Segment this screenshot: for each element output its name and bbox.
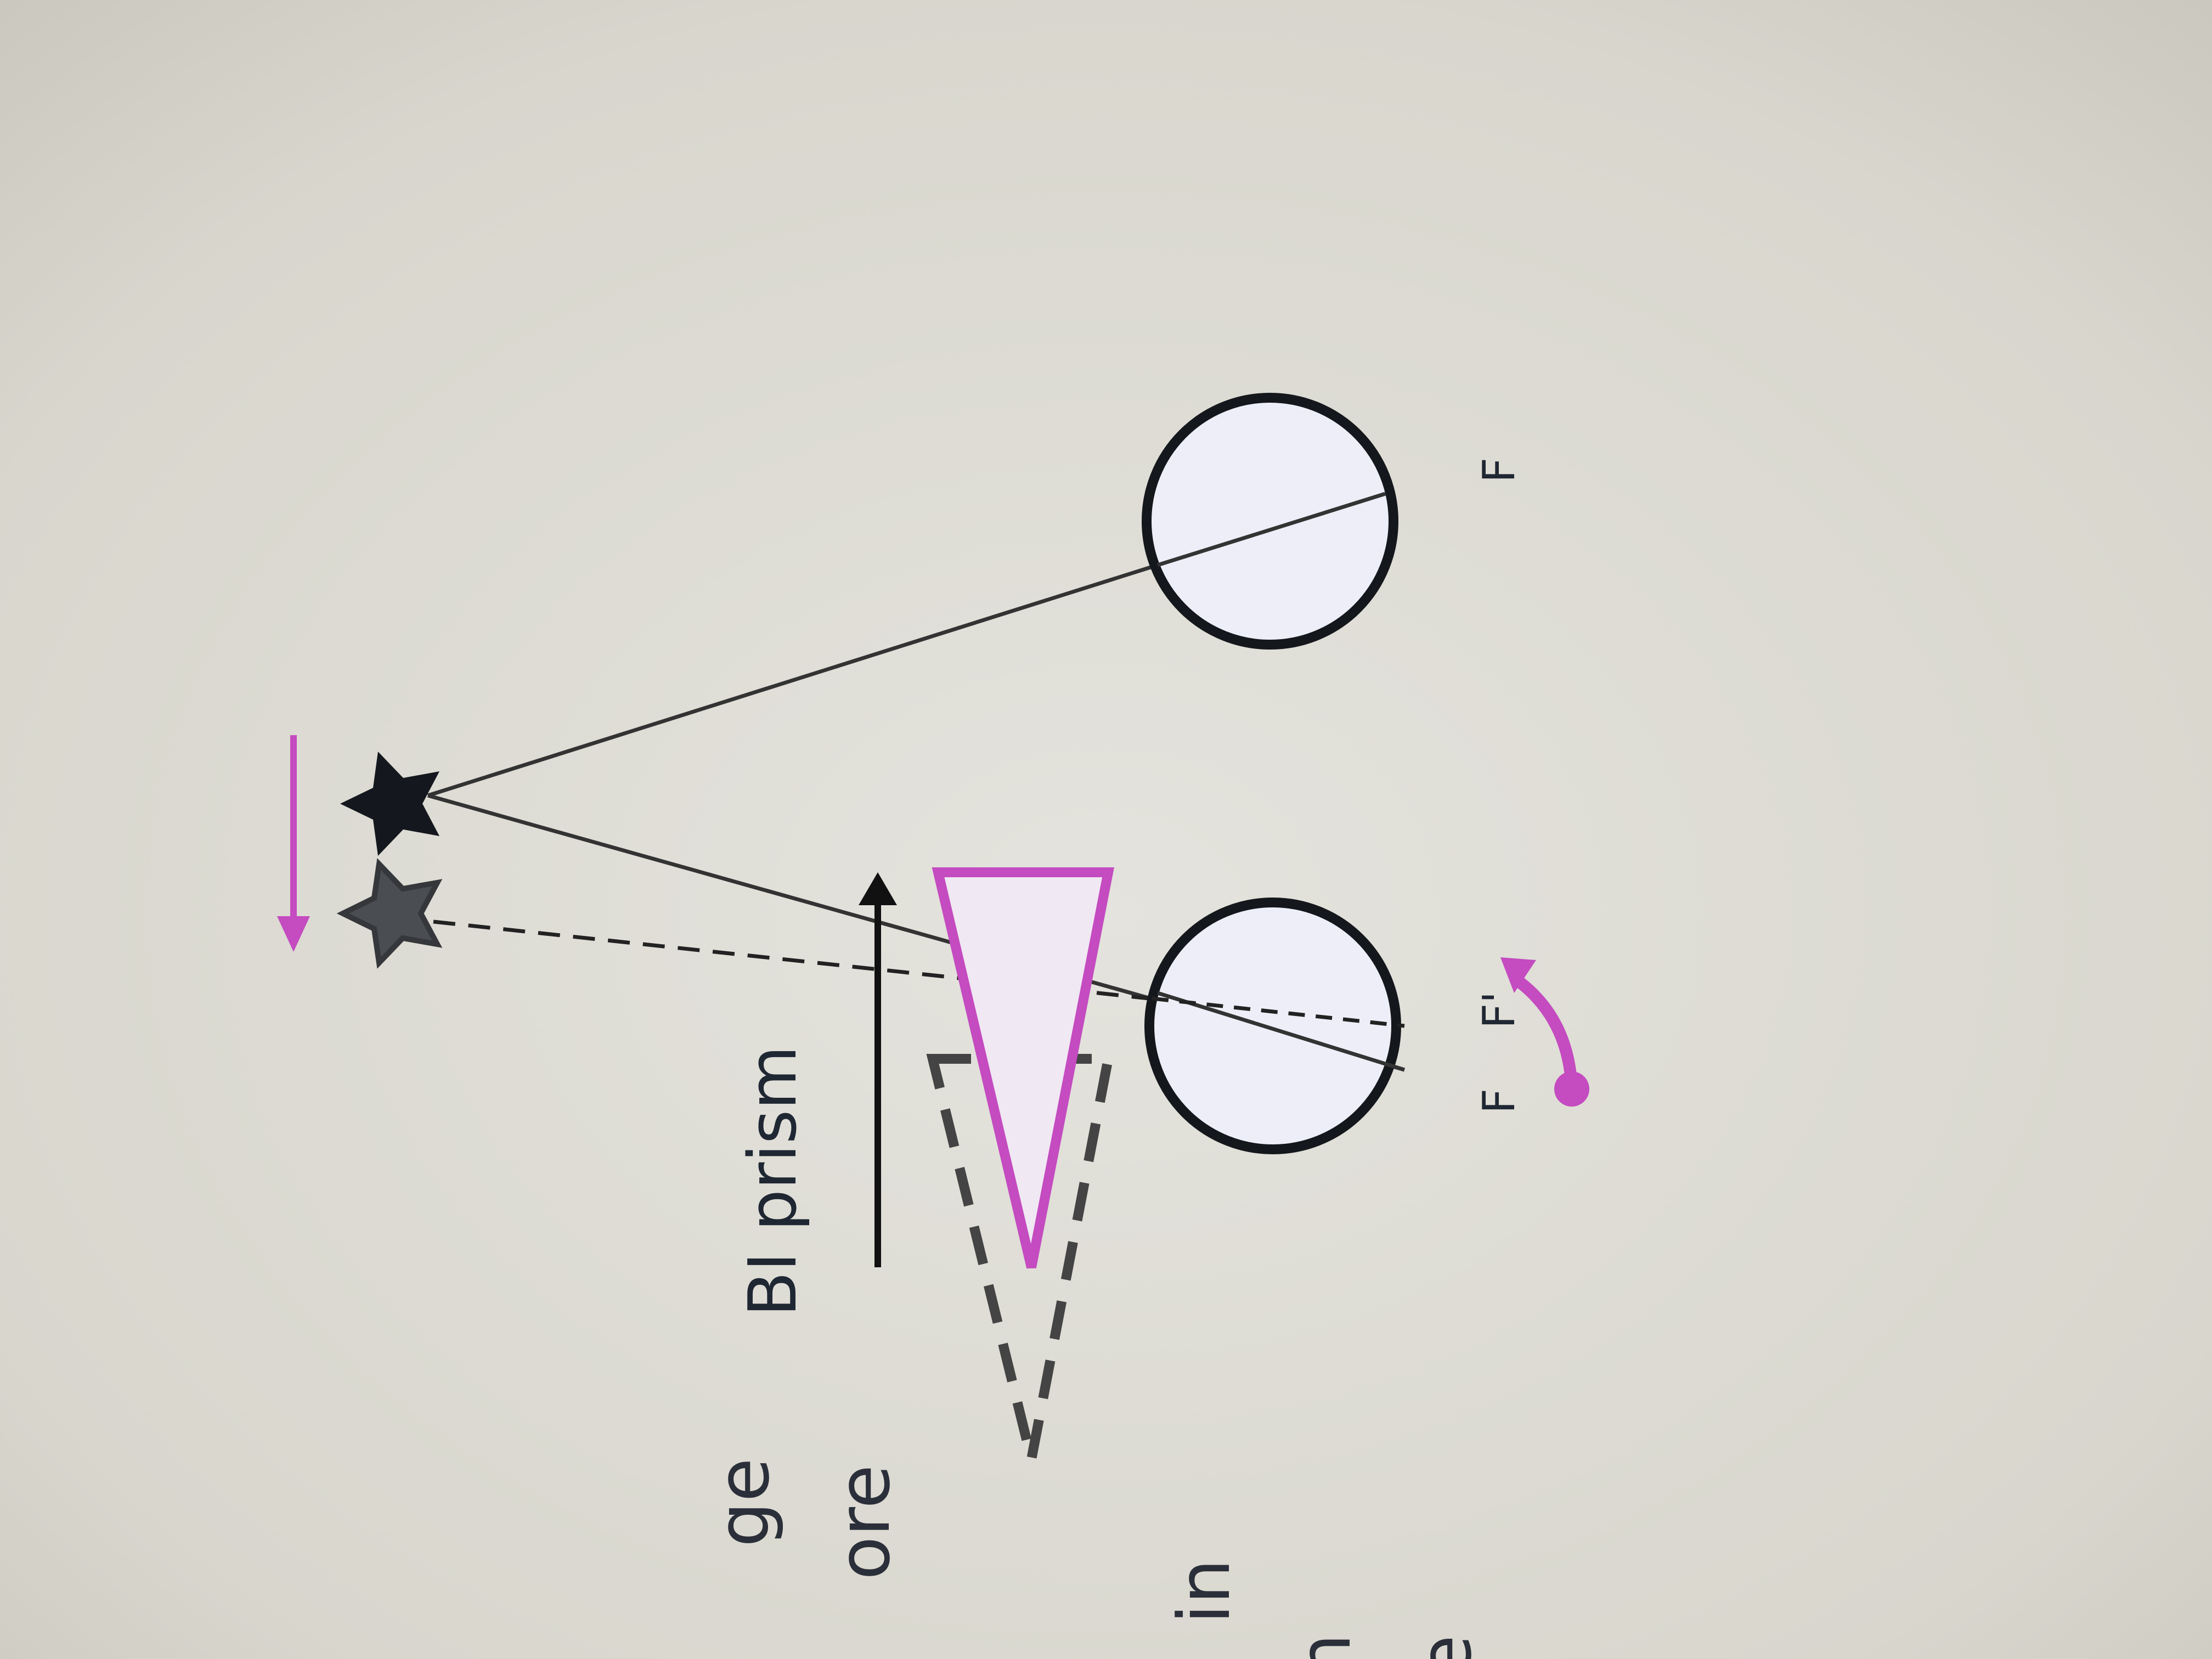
left-eye (1144, 898, 1401, 1154)
star-icon (336, 858, 443, 969)
left-eye-axis (1156, 991, 1406, 1072)
right-eye-sight-line (427, 563, 1159, 798)
bi-prism (932, 867, 1114, 1269)
edge-text-group: ge ore in n e (702, 1458, 1487, 1659)
edge-text-fragment: ge (702, 1458, 785, 1548)
edge-text-fragment: n (1283, 1634, 1367, 1659)
edge-text-fragment: ore (822, 1465, 906, 1580)
prism-label: BI prism (735, 1046, 811, 1317)
curved-arrow-icon (1500, 957, 1589, 1107)
right-eye (1142, 393, 1398, 650)
prism-direction-arrowhead (859, 872, 897, 905)
fixation-label-left-shifted: F' (1474, 991, 1525, 1029)
image-shift-arrowhead (277, 916, 310, 952)
fixation-label-left: F (1474, 1088, 1525, 1114)
edge-text-fragment: in (1163, 1559, 1246, 1624)
fixation-label-right: F (1474, 458, 1525, 483)
star-icon (340, 752, 439, 856)
edge-text-fragment: e (1404, 1635, 1487, 1659)
right-eye-axis (1156, 492, 1386, 567)
left-eye-deviated-axis (1152, 996, 1405, 1028)
